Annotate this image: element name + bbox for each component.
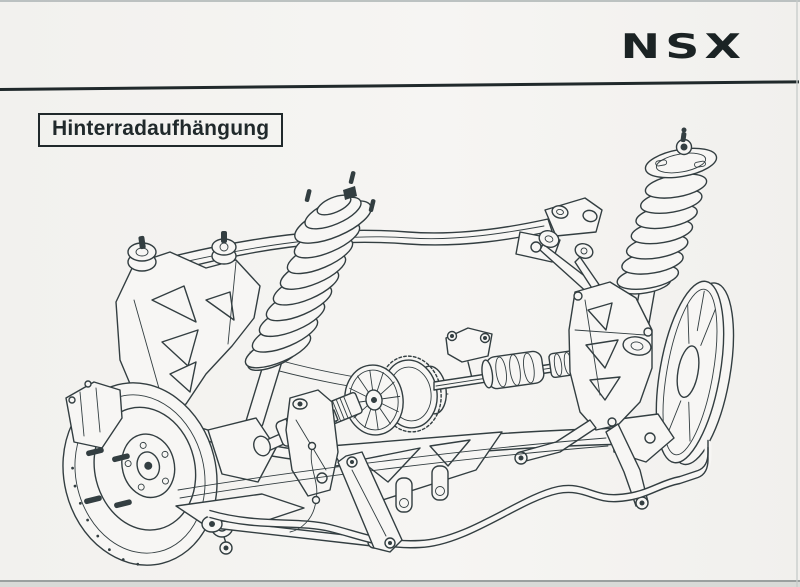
brake-caliper [65,380,123,449]
section-label-box: Hinterradaufhängung [38,113,284,147]
brand-logo: NSX [620,26,746,67]
left-coilover [244,171,376,434]
scan-edge-top [0,0,800,2]
lower-control-arm [175,437,609,555]
stabilizer-bar [206,439,712,549]
diagonal-strut [337,451,403,553]
section-label: Hinterradaufhängung [52,117,270,140]
right-brake-disc [655,280,735,466]
left-brake-disc [62,380,218,566]
beam-drop-tab [395,465,449,513]
right-knuckle [514,281,653,510]
left-knuckle [207,389,339,497]
wheel-studs [84,447,132,509]
scan-edge-bottom [0,580,800,583]
scan-edge-right [796,0,798,587]
cv-boot [481,350,545,390]
scan-edge-bottom-light [0,582,800,587]
brake-hose [289,441,321,533]
